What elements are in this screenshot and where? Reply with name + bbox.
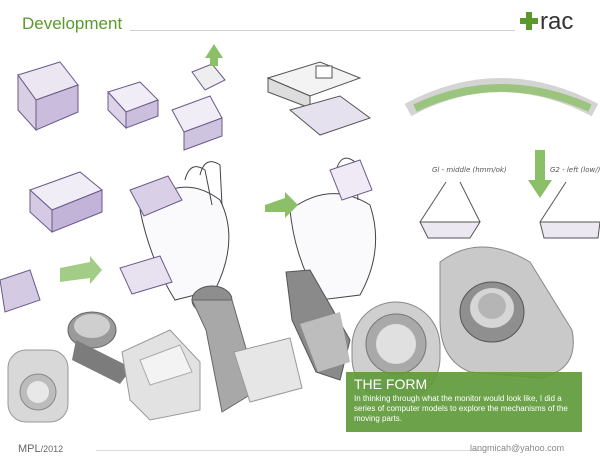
green-arrow-left-band [60,256,102,284]
render-model-5 [285,269,351,381]
sketch-section-left [419,181,481,239]
sketch-note-2: G2 - left (low/) [550,166,600,174]
footer-email: langmicah@yahoo.com [470,443,565,453]
render-model-1 [7,349,69,423]
render-model-3 [121,329,201,421]
sketch-section-right [539,181,600,239]
render-model-7 [439,246,574,379]
sketch-box-1 [17,61,79,132]
form-caption-title: THE FORM [354,376,428,392]
sketch-box-3 [171,63,226,151]
footer-year: /2012 [40,444,64,454]
form-caption-body: In thinking through what the monitor wou… [354,394,568,423]
header-divider [130,30,515,31]
plus-icon [520,12,538,30]
sketch-box-2 [107,81,159,130]
render-model-2 [67,311,132,384]
sketch-box-5 [0,255,173,313]
sketch-note-1: Gl - middle (hmm/ok) [432,166,507,174]
footer-author: MPL/2012 [18,443,63,455]
sketch-monitor-top [266,61,372,136]
footer-author-initials: MPL [18,443,41,455]
green-arrow-up [205,44,223,66]
form-caption-box [346,372,582,432]
render-model-4 [191,285,303,413]
logo-text: rac [540,8,574,35]
green-arrow-down [528,150,552,198]
sketch-box-4 [29,171,103,234]
footer-divider [96,450,486,451]
page-title: Development [22,14,123,33]
green-arrow-right [265,192,298,218]
sketch-band-arc [404,78,599,117]
